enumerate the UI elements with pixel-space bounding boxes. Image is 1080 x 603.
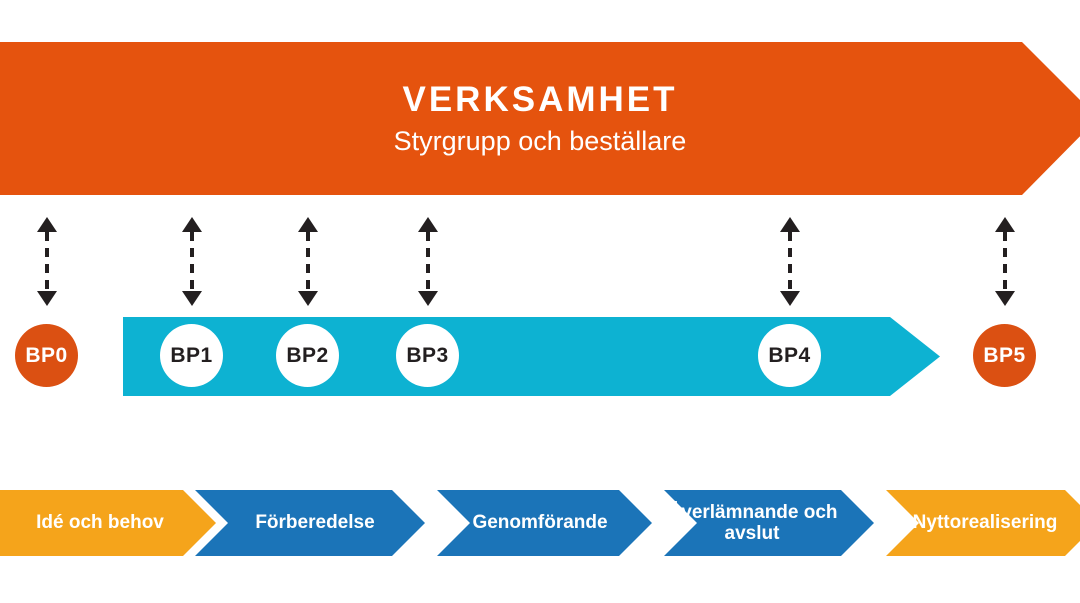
two-way-arrow-icon-bp0: [37, 217, 57, 306]
two-way-arrow-icon-bp2: [298, 217, 318, 306]
bp-label: BP1: [170, 343, 213, 367]
phase-label: Genomförande: [472, 512, 608, 534]
bp-label: BP0: [25, 343, 68, 367]
arrow-up-icon: [780, 217, 800, 232]
phase-label: Nyttorealisering: [912, 512, 1058, 534]
banner-title: VERKSAMHET: [402, 79, 678, 119]
dashed-stem: [426, 232, 430, 291]
arrow-down-icon: [37, 291, 57, 306]
dashed-stem: [1003, 232, 1007, 291]
phase-genomforande: [437, 490, 652, 556]
two-way-arrow-icon-bp4: [780, 217, 800, 306]
arrow-up-icon: [418, 217, 438, 232]
arrow-up-icon: [37, 217, 57, 232]
bp-label: BP5: [983, 343, 1026, 367]
arrow-down-icon: [780, 291, 800, 306]
phase-label: Överlämnande och avslut: [666, 501, 838, 544]
decision-point-bp4: BP4: [758, 324, 821, 387]
decision-point-bp1: BP1: [160, 324, 223, 387]
arrow-up-icon: [298, 217, 318, 232]
phase-ide-och-behov: [0, 490, 216, 556]
two-way-arrow-icon-bp1: [182, 217, 202, 306]
phase-chevron-row: Idé och behov Förberedelse Genomförande …: [0, 490, 1080, 556]
arrow-down-icon: [298, 291, 318, 306]
arrow-down-icon: [995, 291, 1015, 306]
phase-label: Förberedelse: [255, 512, 375, 534]
verksamhet-banner: VERKSAMHET Styrgrupp och beställare: [0, 42, 1080, 195]
dashed-stem: [788, 232, 792, 291]
arrow-down-icon: [182, 291, 202, 306]
phase-overlamnande-och-avslut: [664, 490, 874, 556]
decision-point-bp3: BP3: [396, 324, 459, 387]
banner-subtitle: Styrgrupp och beställare: [393, 126, 687, 157]
decision-point-bp0: BP0: [15, 324, 78, 387]
bp-label: BP4: [768, 343, 811, 367]
dashed-stem: [45, 232, 49, 291]
two-way-arrow-icon-bp5: [995, 217, 1015, 306]
phase-forberedelse: [195, 490, 425, 556]
arrow-down-icon: [418, 291, 438, 306]
two-way-arrow-icon-bp3: [418, 217, 438, 306]
arrow-up-icon: [995, 217, 1015, 232]
decision-point-bp5: BP5: [973, 324, 1036, 387]
dashed-stem: [190, 232, 194, 291]
arrow-up-icon: [182, 217, 202, 232]
dashed-stem: [306, 232, 310, 291]
bp-label: BP2: [286, 343, 329, 367]
phase-label: Idé och behov: [36, 512, 164, 534]
bp-label: BP3: [406, 343, 449, 367]
decision-point-bp2: BP2: [276, 324, 339, 387]
